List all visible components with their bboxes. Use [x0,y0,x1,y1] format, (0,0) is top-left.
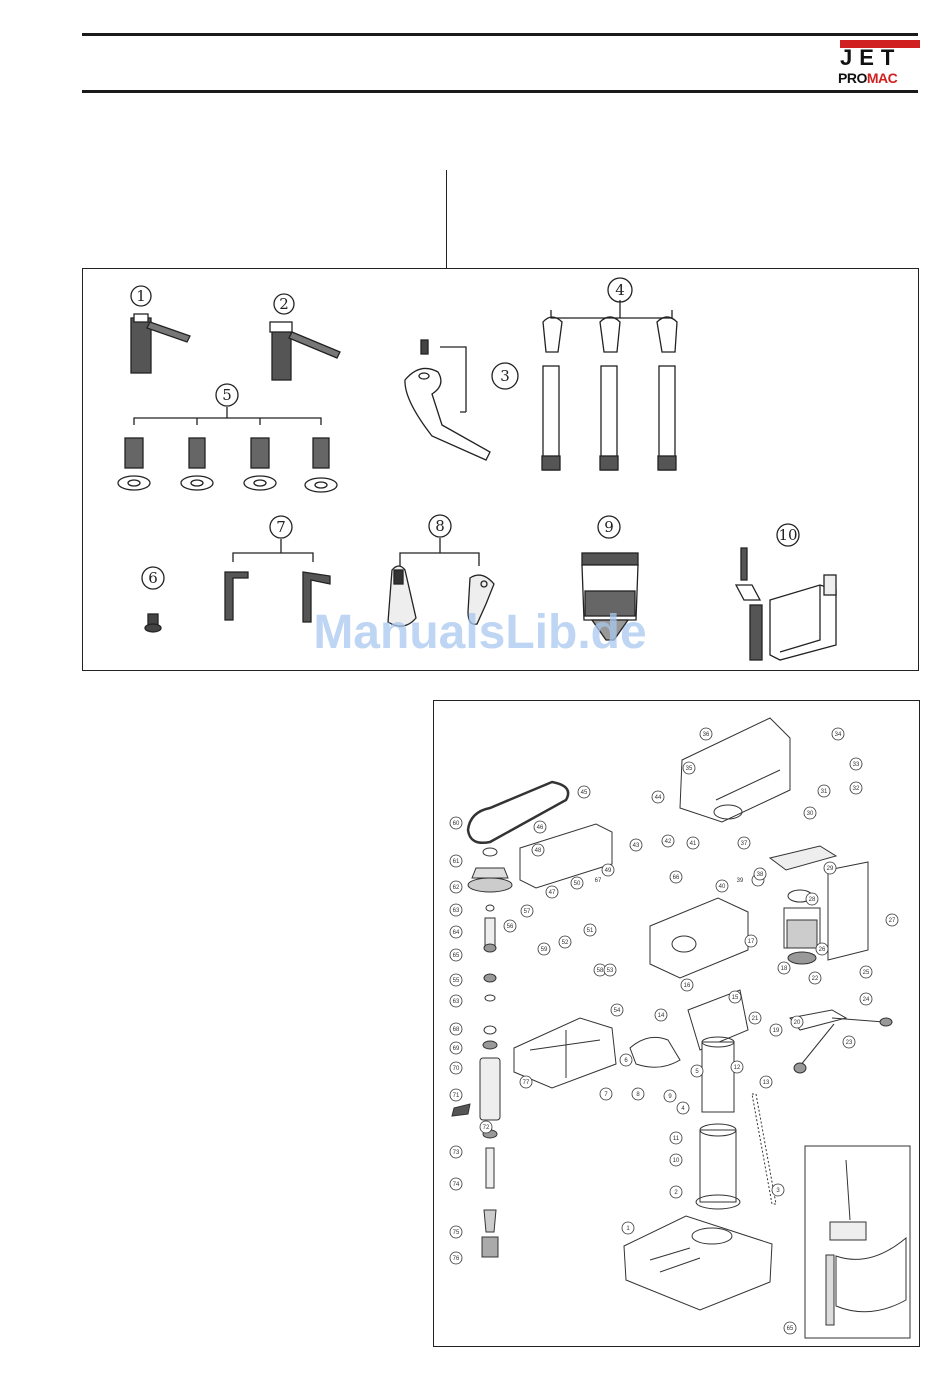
callout-14: 40 [719,884,726,890]
callout-6: 33 [853,762,860,768]
callout-71: 75 [453,1230,460,1236]
callout-67: 71 [453,1093,460,1099]
callout-74: 54 [614,1008,621,1014]
callout-75: 53 [607,968,614,974]
callout-35: 28 [809,897,816,903]
callout-78: 65 [787,1326,794,1332]
v-belt [468,782,568,843]
callout-40: 24 [863,997,870,1003]
callout-16: 38 [757,872,764,878]
callout-24: 63 [453,999,460,1005]
callout-27: 49 [605,868,612,874]
callout-17: 60 [453,821,460,827]
callout-44: 19 [773,1028,780,1034]
callout-76: 66 [673,875,680,881]
callout-54: 10 [673,1158,680,1164]
callout-28: 50 [574,881,581,887]
callout-9: 30 [807,811,814,817]
callout-49: 15 [732,995,739,1001]
callout-30: 51 [587,928,594,934]
callout-46: 18 [781,966,788,972]
callout-39: 25 [863,970,870,976]
callout-12: 42 [665,839,672,845]
motor-guard [828,862,868,960]
callout-42: 22 [812,976,819,982]
callout-7: 32 [853,786,860,792]
callout-47: 17 [748,939,755,945]
callout-48: 16 [684,983,691,989]
callout-38: 27 [889,918,896,924]
callout-3: 46 [537,825,544,831]
callout-32: 57 [524,909,531,915]
head-casting [650,898,748,978]
callout-15: 39 [737,878,744,884]
callout-1: 45 [581,790,588,796]
callout-19: 62 [453,885,460,891]
callout-5: 34 [835,732,842,738]
callout-21: 64 [453,930,460,936]
callout-53: 11 [673,1136,680,1142]
callout-69: 73 [453,1150,460,1156]
callout-72: 76 [453,1256,460,1262]
callout-64: 68 [453,1027,460,1033]
callout-18: 61 [453,859,460,865]
callout-37: 26 [819,947,826,953]
callout-45: 21 [752,1016,759,1022]
callout-2: 44 [655,795,662,801]
callout-43: 20 [794,1020,801,1026]
callout-4: 35 [686,766,693,772]
callout-73: 77 [523,1080,530,1086]
callout-41: 23 [846,1040,853,1046]
callout-22: 65 [453,953,460,959]
callout-20: 63 [453,908,460,914]
callout-77: 67 [595,878,602,884]
callout-31: 56 [507,924,514,930]
callout-51: 13 [763,1080,770,1086]
callout-70: 74 [453,1182,460,1188]
callout-68: 72 [483,1125,490,1131]
callout-23: 55 [453,978,460,984]
callout-65: 69 [453,1046,460,1052]
callout-34: 58 [597,968,604,974]
callout-8: 31 [821,789,828,795]
callout-36: 29 [827,866,834,872]
callout-25: 48 [535,848,542,854]
callout-33: 59 [541,947,548,953]
callout-13: 41 [690,841,697,847]
callout-11: 43 [633,843,640,849]
callout-26: 47 [549,890,556,896]
callout-50: 14 [658,1013,665,1019]
callout-52: 12 [734,1065,741,1071]
callout-29: 52 [562,940,569,946]
column-tube [702,1042,734,1112]
callout-10: 37 [741,841,748,847]
callout-0: 36 [703,732,710,738]
callout-66: 70 [453,1066,460,1072]
